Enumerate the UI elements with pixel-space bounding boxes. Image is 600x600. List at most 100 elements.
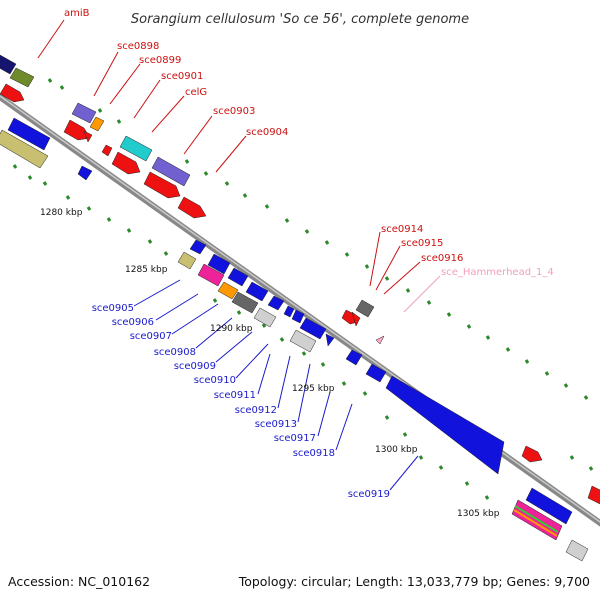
gene-khaki <box>0 129 49 169</box>
gene-blue-12 <box>365 363 387 383</box>
leader-sce0913 <box>297 363 311 423</box>
gene-label-sce0905: sce0905 <box>92 303 134 314</box>
gene-stripe-green <box>514 505 559 533</box>
scale-labels: 1280 kbp 1285 kbp 1290 kbp 1295 kbp 1300… <box>40 208 500 519</box>
reverse-strand-genes <box>0 117 589 562</box>
leader-sce0916 <box>383 261 421 295</box>
gene-blue-8 <box>291 309 305 324</box>
gene-red-right-2 <box>587 485 600 505</box>
leader-amiB <box>37 19 65 59</box>
gene-pink-small <box>375 335 385 345</box>
gene-blue-13 <box>525 487 573 525</box>
gene-label-sce0911: sce0911 <box>214 390 256 401</box>
gene-label-sce0909: sce0909 <box>174 361 216 372</box>
gene-olive <box>9 67 35 88</box>
gene-label-sce0907: sce0907 <box>130 331 172 342</box>
gene-blue-long <box>385 375 505 475</box>
tick <box>544 371 550 376</box>
tick <box>446 312 452 317</box>
gene-label-sce0904: sce0904 <box>246 127 288 138</box>
tick <box>341 381 347 386</box>
gene-khaki-2 <box>177 251 197 270</box>
gene-red-long <box>143 171 181 199</box>
gene-lightgray <box>253 307 277 328</box>
leader-sce0910 <box>235 343 269 379</box>
gene-magenta <box>197 263 225 287</box>
gene-stripe-orange <box>513 509 558 537</box>
gene-label-sce0898: sce0898 <box>117 41 159 52</box>
tick <box>106 217 112 222</box>
forward-strand-genes <box>0 54 600 505</box>
tick <box>203 171 209 176</box>
leader-sce0901 <box>133 79 161 119</box>
leader-sce0908 <box>195 317 233 349</box>
tick <box>116 119 122 124</box>
tick <box>402 432 408 437</box>
gene-blue-2 <box>189 239 207 255</box>
tick <box>563 383 569 388</box>
gene-slate-2 <box>151 156 191 187</box>
genome-backbone <box>0 93 600 527</box>
leader-sce0918 <box>335 403 353 451</box>
tick <box>344 252 350 257</box>
tick <box>466 324 472 329</box>
leader-sce0914 <box>369 231 381 287</box>
leader-sce0904 <box>215 135 247 173</box>
tick <box>27 175 33 180</box>
gene-gray-2 <box>231 291 259 314</box>
scale-label-1285: 1285 kbp <box>125 265 168 275</box>
tick <box>224 181 230 186</box>
leader-celG <box>151 95 185 133</box>
gene-label-sce0901: sce0901 <box>161 71 203 82</box>
gene-red-long-2 <box>177 196 207 219</box>
tick <box>59 85 65 90</box>
gene-orange <box>89 116 105 132</box>
leader-sce0898 <box>93 51 119 97</box>
gene-red <box>63 119 91 141</box>
leader-sce0915 <box>375 245 401 291</box>
reverse-gene-labels: sce0905 sce0906 sce0907 sce0908 sce0909 … <box>92 303 390 500</box>
leader-sce0899 <box>109 63 141 105</box>
tick <box>242 193 248 198</box>
gene-cyan <box>119 135 153 162</box>
gene-label-sce0906: sce0906 <box>112 317 154 328</box>
tick <box>569 455 575 460</box>
tick <box>438 465 444 470</box>
leader-sce0919 <box>389 455 419 491</box>
gene-red-flag-2 <box>351 311 361 327</box>
tick <box>485 335 491 340</box>
tick <box>484 495 490 500</box>
leader-sce0907 <box>171 303 219 335</box>
gene-blue-6 <box>267 295 285 311</box>
tick <box>147 239 153 244</box>
gene-label-sce0919: sce0919 <box>348 489 390 500</box>
gene-blue-small <box>77 165 93 181</box>
tick <box>47 78 53 83</box>
leader-sce0903 <box>183 115 213 155</box>
scale-label-1290: 1290 kbp <box>210 324 253 334</box>
leader-sce0906 <box>155 293 199 321</box>
gene-gray <box>355 299 375 318</box>
forward-gene-labels: amiB sce0898 sce0899 sce0901 celG sce090… <box>64 8 463 264</box>
accession-text: Accession: NC_010162 <box>8 574 150 589</box>
backbone-highlight <box>0 95 600 523</box>
tick <box>583 395 589 400</box>
scale-label-1300: 1300 kbp <box>375 445 418 455</box>
gene-label-sce0914: sce0914 <box>381 224 423 235</box>
gene-blue-9 <box>299 317 327 340</box>
tick <box>588 466 594 471</box>
outer-tick-track <box>47 78 594 471</box>
tick <box>301 351 307 356</box>
tick <box>384 276 390 281</box>
leader-sce-hammerhead <box>403 275 441 313</box>
gene-blue <box>7 117 51 151</box>
gene-label-sce0899: sce0899 <box>139 55 181 66</box>
gene-label-sce0915: sce0915 <box>401 238 443 249</box>
tick <box>163 251 169 256</box>
gene-red-arrow <box>0 83 25 103</box>
gene-blue-3 <box>207 253 231 275</box>
tick <box>42 181 48 186</box>
gene-lightgray-3 <box>565 539 589 562</box>
